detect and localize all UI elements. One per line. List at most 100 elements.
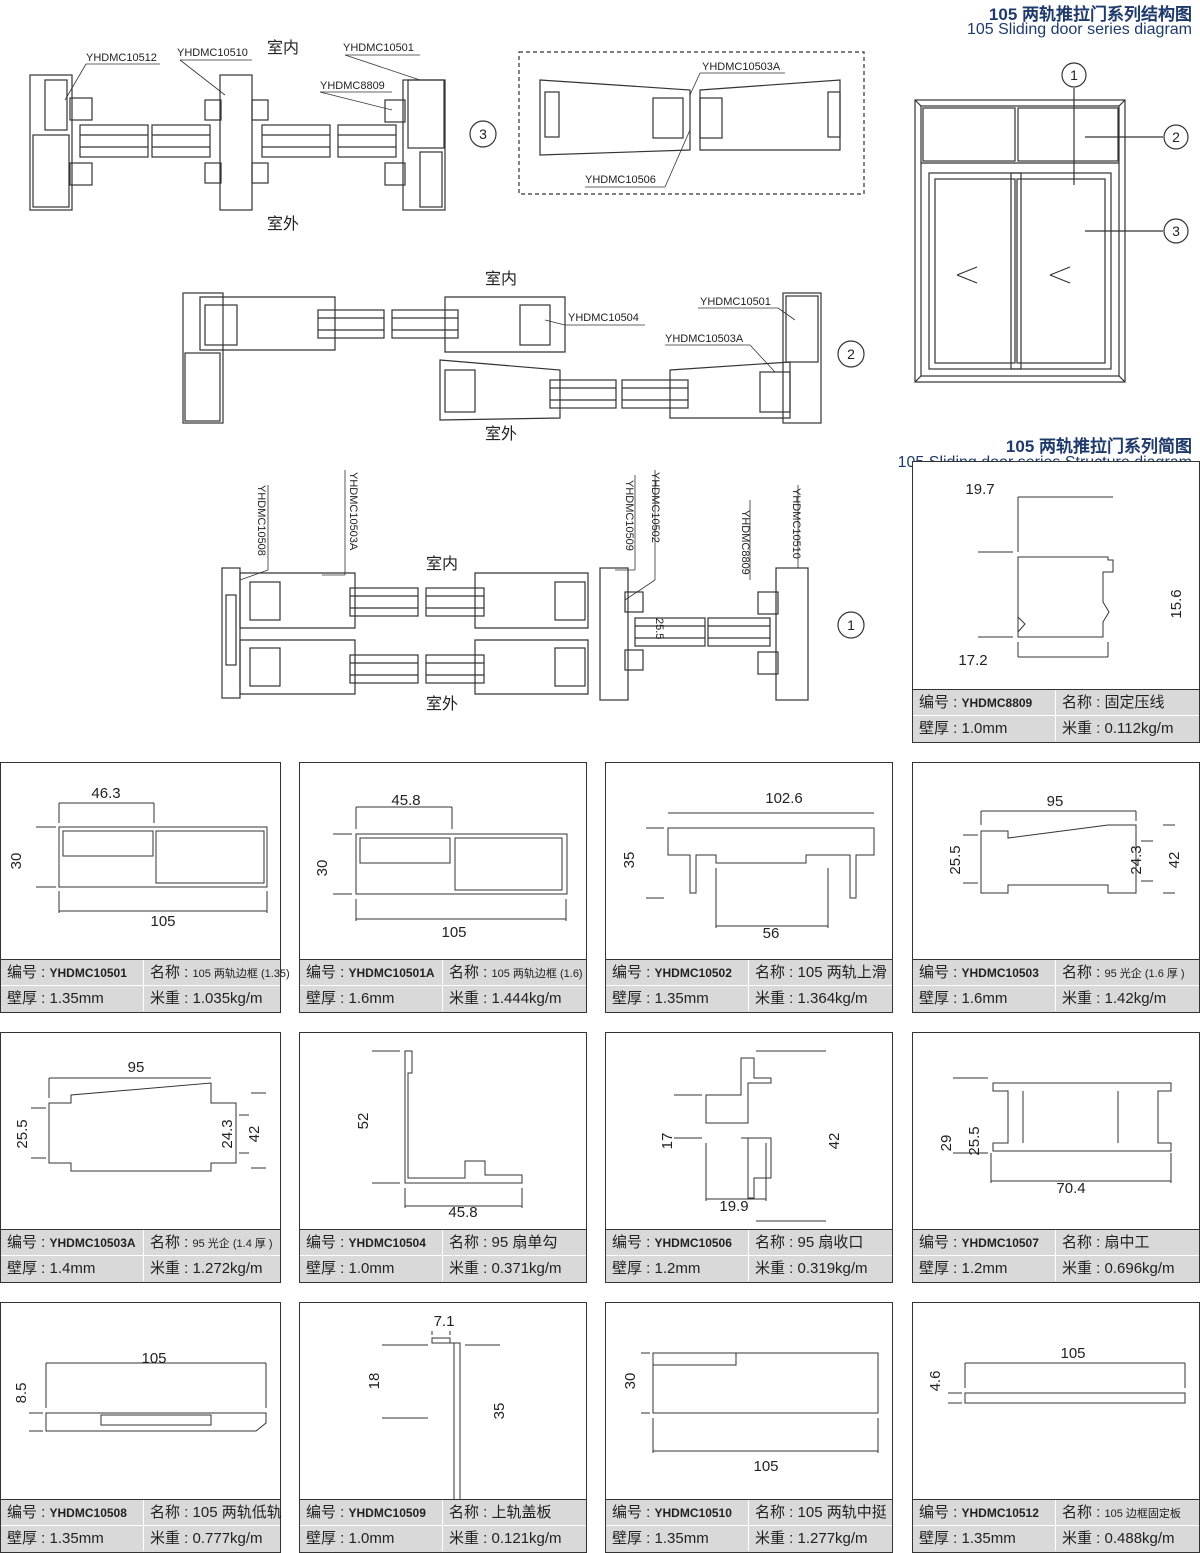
name-label: 名称 :	[755, 1504, 798, 1521]
thickness-label: 壁厚 :	[612, 1260, 655, 1277]
profile-outline	[31, 1077, 266, 1172]
profile-name: 95 光企 (1.4 厚 )	[192, 1238, 273, 1250]
profile-code: YHDMC10501A	[348, 966, 435, 980]
thickness-label: 壁厚 :	[919, 1260, 962, 1277]
profile-info: 编号 : YHDMC10508 名称 : 105 两轨低轨 壁厚 : 1.35m…	[1, 1499, 282, 1552]
profile-code: YHDMC10504	[348, 1236, 426, 1250]
profile-name: 固定压线	[1104, 694, 1165, 711]
door-elevation: 1 2 3	[914, 62, 1189, 383]
profile-outline	[372, 1050, 523, 1208]
weight-label: 米重 :	[1062, 720, 1105, 737]
dimension-label: 35	[621, 852, 638, 869]
section-1	[221, 567, 809, 701]
thickness-label: 壁厚 :	[306, 1530, 349, 1547]
profile-info: 编号 : YHDMC10503A 名称 : 95 光企 (1.4 厚 ) 壁厚 …	[1, 1229, 280, 1282]
code-label: 编号 :	[919, 694, 962, 711]
profile-name: 95 扇收口	[797, 1234, 864, 1251]
dimension-label: 105	[141, 1350, 166, 1367]
profile-weight: 0.371kg/m	[491, 1260, 562, 1277]
profile-thickness: 1.0mm	[348, 1530, 395, 1547]
profile-name: 95 光企 (1.6 厚 )	[1104, 968, 1185, 980]
profile-code: YHDMC8809	[961, 696, 1033, 710]
profile-weight: 1.272kg/m	[192, 1260, 263, 1277]
dimension-label: 30	[622, 1373, 639, 1390]
structure-title-cn: 105 两轨推拉门系列结构图	[988, 5, 1192, 24]
code-label: 编号 :	[306, 1234, 349, 1251]
s1-part-2: YHDMC10509	[623, 480, 635, 551]
s2-indoor: 室内	[485, 270, 517, 288]
name-label: 名称 :	[1062, 964, 1105, 981]
s1-dim: 25.5	[653, 618, 665, 639]
weight-label: 米重 :	[1062, 990, 1105, 1007]
profile-outline	[963, 810, 1175, 894]
name-label: 名称 :	[755, 964, 798, 981]
code-label: 编号 :	[919, 1234, 962, 1251]
code-label: 编号 :	[7, 1504, 50, 1521]
profile-outline	[978, 496, 1114, 658]
weight-label: 米重 :	[755, 1530, 798, 1547]
s1-number: 1	[847, 617, 855, 633]
code-label: 编号 :	[612, 1504, 655, 1521]
profile-thickness: 1.35mm	[49, 990, 104, 1007]
dimension-label: 52	[355, 1113, 372, 1130]
profile-info: 编号 : YHDMC10509 名称 : 上轨盖板 壁厚 : 1.0mm 米重 …	[300, 1499, 586, 1552]
weight-label: 米重 :	[755, 1260, 798, 1277]
code-label: 编号 :	[306, 1504, 349, 1521]
s3-part-4: YHDMC10503A	[702, 61, 781, 73]
profile-code: YHDMC10503	[961, 966, 1039, 980]
profile-thickness: 1.35mm	[654, 1530, 709, 1547]
profile-info: 编号 : YHDMC10503 名称 : 95 光企 (1.6 厚 ) 壁厚 :…	[913, 959, 1199, 1012]
weight-label: 米重 :	[1062, 1260, 1105, 1277]
dimension-label: 105	[441, 924, 466, 941]
s3-part-3: YHDMC8809	[320, 80, 385, 92]
dimension-label: 4.6	[927, 1371, 944, 1392]
weight-label: 米重 :	[150, 990, 193, 1007]
dimension-label: 45.8	[391, 792, 420, 809]
dimension-label: 24.3	[1128, 845, 1145, 874]
profile-info: 编号 : YHDMC10502 名称 : 105 两轨上滑 壁厚 : 1.35m…	[606, 959, 892, 1012]
profile-weight: 0.488kg/m	[1104, 1530, 1175, 1547]
name-label: 名称 :	[755, 1234, 798, 1251]
profile-thickness: 1.35mm	[961, 1530, 1016, 1547]
dimension-label: 24.3	[219, 1119, 236, 1148]
thickness-label: 壁厚 :	[306, 990, 349, 1007]
dimension-label: 30	[314, 860, 331, 877]
code-label: 编号 :	[7, 964, 50, 981]
s1-part-4: YHDMC8809	[739, 510, 751, 575]
profile-name: 105 两轨中挺	[797, 1504, 887, 1521]
profile-weight: 1.035kg/m	[192, 990, 263, 1007]
code-label: 编号 :	[306, 964, 349, 981]
dimension-label: 19.9	[719, 1198, 748, 1215]
dimension-label: 42	[246, 1126, 263, 1143]
profile-thickness: 1.4mm	[49, 1260, 96, 1277]
dimension-label: 25.5	[14, 1119, 31, 1148]
code-label: 编号 :	[7, 1234, 50, 1251]
profile-info: 编号 : YHDMC10501 名称 : 105 两轨边框 (1.35) 壁厚 …	[1, 959, 290, 1012]
profile-drawing: 95 25.5 24.3 42	[14, 1059, 266, 1172]
name-label: 名称 :	[449, 1504, 492, 1521]
profile-weight: 0.121kg/m	[491, 1530, 562, 1547]
simple-title-cn: 105 两轨推拉门系列简图	[1005, 437, 1192, 456]
dimension-label: 105	[150, 913, 175, 930]
dimension-label: 95	[128, 1059, 145, 1076]
profile-weight: 0.112kg/m	[1104, 720, 1174, 737]
dimension-label: 95	[1047, 793, 1064, 810]
name-label: 名称 :	[150, 964, 193, 981]
profile-thickness: 1.6mm	[961, 990, 1008, 1007]
profile-info: 编号 : YHDMC10504 名称 : 95 扇单勾 壁厚 : 1.0mm 米…	[300, 1229, 586, 1282]
profile-weight: 1.364kg/m	[797, 990, 868, 1007]
code-label: 编号 :	[919, 1504, 962, 1521]
profile-code: YHDMC10508	[49, 1506, 127, 1520]
profile-card-yhdmc10503a: 95 25.5 24.3 42 编号 : YHDMC10503A 名称 : 95 光企…	[0, 1032, 281, 1283]
profile-info: 编号 : YHDMC10510 名称 : 105 两轨中挺 壁厚 : 1.35m…	[606, 1499, 892, 1552]
dimension-label: 15.6	[1168, 589, 1185, 618]
profile-outline	[29, 1362, 267, 1432]
s2-part-2: YHDMC10503A	[665, 333, 744, 345]
